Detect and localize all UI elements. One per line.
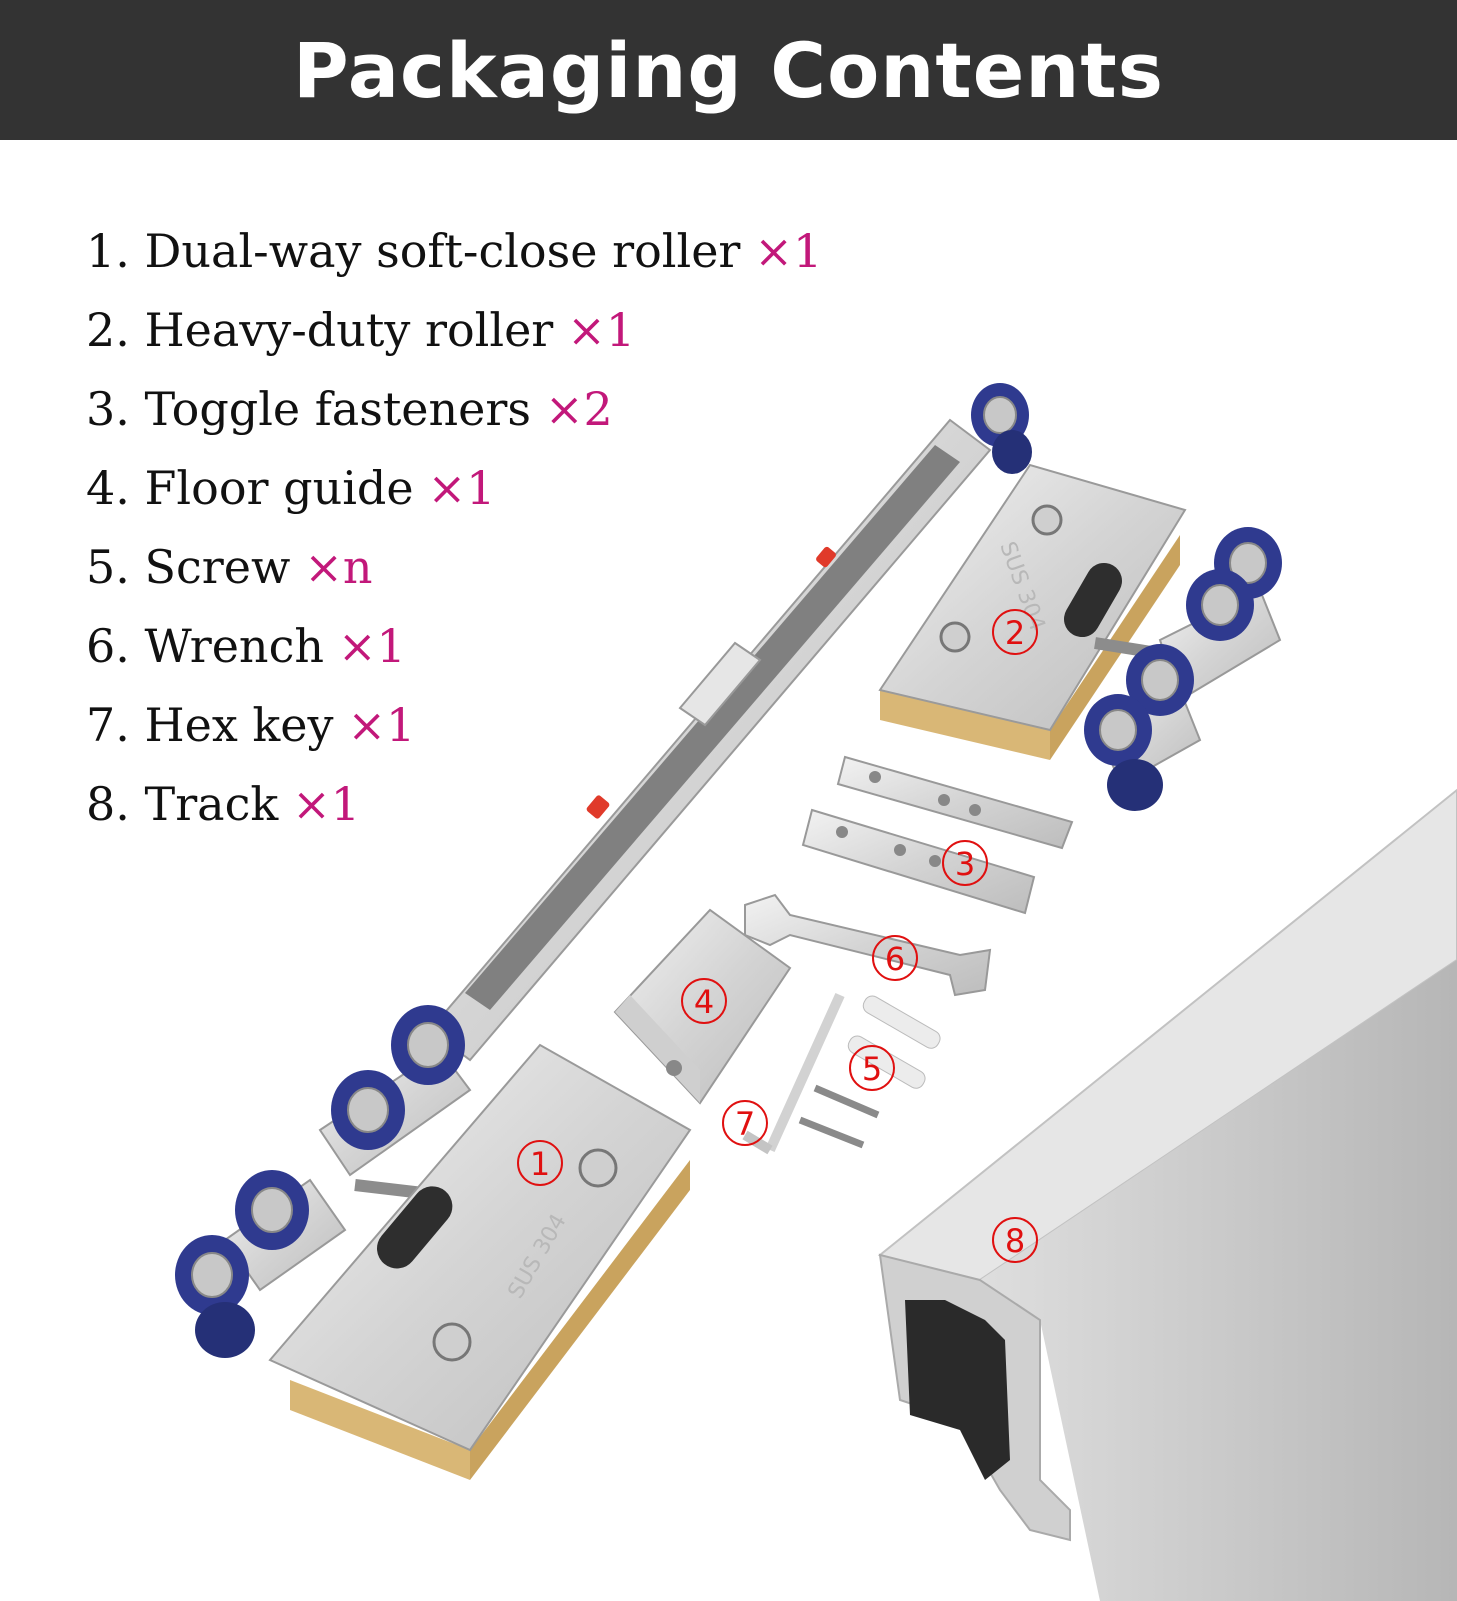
- list-item: 4. Floor guide×1: [86, 461, 496, 515]
- callout-2: 2: [992, 609, 1038, 655]
- callout-5: 5: [849, 1045, 895, 1091]
- quantity: ×1: [427, 461, 496, 515]
- soft-close-roller-rail: [428, 418, 992, 1062]
- callout-3: 3: [942, 840, 988, 886]
- svg-text:7: 7: [735, 1105, 755, 1143]
- quantity: ×1: [347, 698, 416, 752]
- wrench: [744, 893, 992, 997]
- list-item: 7. Hex key×1: [86, 698, 416, 752]
- clamp-plate-2: SUS 304: [878, 463, 1187, 760]
- quantity: ×1: [567, 303, 636, 357]
- svg-text:2: 2: [1005, 614, 1025, 652]
- callout-4: 4: [681, 978, 727, 1024]
- callouts: 1 2 3 4 5 6 7 8: [517, 609, 1038, 1263]
- quantity: ×2: [544, 382, 613, 436]
- screws: [798, 995, 941, 1149]
- callout-1: 1: [517, 1140, 563, 1186]
- roller-carriage: [175, 1005, 472, 1358]
- quantity: ×n: [304, 540, 373, 594]
- list-item: 8. Track×1: [86, 777, 361, 831]
- svg-text:5: 5: [862, 1050, 882, 1088]
- svg-text:8: 8: [1005, 1222, 1025, 1260]
- svg-text:6: 6: [885, 940, 905, 978]
- list-item: 3. Toggle fasteners×2: [86, 382, 613, 436]
- hex-key: [742, 992, 845, 1155]
- clamp-plate-1: SUS 304: [268, 1043, 692, 1480]
- quantity: ×1: [337, 619, 406, 673]
- callout-6: 6: [872, 935, 918, 981]
- roller-wheel: [971, 383, 1032, 474]
- track: [877, 788, 1457, 1601]
- heavy-duty-wheels: [1084, 527, 1282, 811]
- quantity: ×1: [292, 777, 361, 831]
- floor-guide: [613, 908, 792, 1105]
- toggle-fasteners: [801, 755, 1074, 915]
- list-item: 6. Wrench×1: [86, 619, 406, 673]
- callout-8: 8: [992, 1217, 1038, 1263]
- list-item: 2. Heavy-duty roller×1: [86, 303, 636, 357]
- list-item: 5. Screw×n: [86, 540, 373, 594]
- svg-text:4: 4: [694, 983, 714, 1021]
- list-item: 1. Dual-way soft-close roller×1: [86, 224, 823, 278]
- callout-7: 7: [722, 1100, 768, 1146]
- svg-text:3: 3: [955, 845, 975, 883]
- header-banner: Packaging Contents: [0, 0, 1457, 140]
- svg-text:1: 1: [530, 1145, 550, 1183]
- contents-list: 1. Dual-way soft-close roller×1 2. Heavy…: [86, 222, 822, 854]
- page-title: Packaging Contents: [293, 25, 1164, 115]
- quantity: ×1: [754, 224, 823, 278]
